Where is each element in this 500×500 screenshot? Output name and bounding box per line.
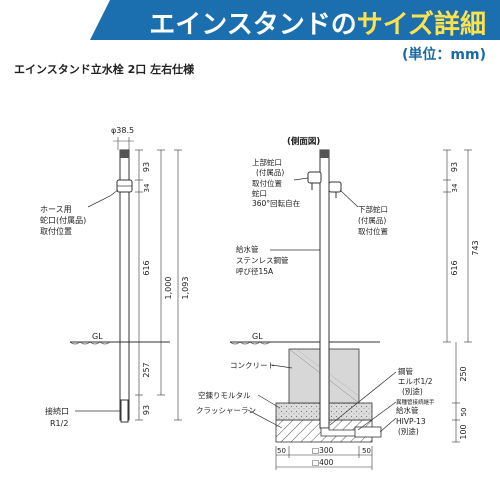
unit-label: (単位：mm): [402, 47, 486, 63]
upper-label-2: (付属品): [256, 167, 284, 177]
supply-pipe: [354, 426, 382, 438]
front-dim-1000: 1,000: [164, 277, 173, 300]
front-dim-616: 616: [142, 260, 151, 275]
side-dim-743: 743: [471, 240, 480, 255]
mortar-label: 空錬りモルタル: [198, 390, 251, 400]
supply-pipe-label-3: (別途): [398, 426, 419, 436]
upper-faucet-icon: [307, 171, 322, 184]
side-pole-cap: [320, 150, 329, 158]
side-dim-50: 50: [460, 408, 468, 417]
side-dim-93: 93: [450, 162, 459, 172]
page-title: エインスタンドのサイズ詳細: [149, 4, 486, 41]
front-dim-34: 34: [143, 183, 151, 192]
side-dim-616: 616: [450, 260, 459, 275]
front-dim-93-top: 93: [142, 162, 151, 172]
diameter-label: φ38.5: [111, 126, 134, 135]
base-dim-50-right: 50: [362, 447, 371, 455]
side-gl-label: GL: [252, 332, 263, 341]
supply-pipe-label-2: HIVP-13: [396, 417, 426, 426]
side-view: (側面図) GL 上部蛇口 (付属品) 取付位置 蛇口 360°回転自在 下部蛇…: [196, 136, 480, 470]
side-dim-100: 100: [459, 424, 468, 439]
side-dim-250: 250: [459, 366, 468, 381]
upper-label-4: 蛇口: [252, 188, 267, 198]
side-heading: (側面図): [287, 136, 320, 147]
front-dim-257: 257: [142, 362, 151, 377]
lower-label-3: 取付位置: [358, 226, 388, 236]
pipe-label-1: 給水管: [236, 244, 259, 254]
banner-shape: [90, 0, 500, 40]
front-dim-1093: 1,093: [181, 277, 190, 300]
base-dim-300: □300: [312, 446, 334, 455]
concrete-label: コンクリート: [230, 361, 275, 370]
base-dim-50-left: 50: [277, 447, 286, 455]
hose-label-3: 取付位置: [40, 226, 72, 236]
front-pole-cap: [120, 150, 129, 158]
connection-port: [120, 399, 129, 423]
connection-label-2: R1/2: [50, 419, 68, 428]
lower-faucet-icon: [328, 181, 342, 193]
product-title: エインスタンド立水栓 2口 左右仕様: [14, 63, 195, 76]
hose-label-1: ホース用: [40, 205, 72, 214]
lower-label-1: 下部蛇口: [358, 204, 388, 214]
lower-label-2: (付属品): [358, 215, 386, 225]
fitting-label: 異種管接続継手: [396, 398, 435, 406]
steel-pipe-label-1: 鋼管: [398, 366, 413, 376]
hose-label-2: 蛇口(付属品): [40, 215, 86, 225]
crusher-label: クラッシャーラン: [196, 406, 256, 415]
front-view: φ38.5 ホース用 蛇口(付属品) 取付位置 接続口 R1/2 GL 9: [40, 126, 190, 428]
supply-pipe-label-1: 給水管: [396, 405, 419, 415]
upper-label-1: 上部蛇口: [252, 157, 282, 167]
page-title-part-1: エインスタンドの: [149, 10, 357, 40]
header-banner: エインスタンドのサイズ詳細: [0, 0, 500, 40]
front-dim-93-bottom: 93: [142, 405, 151, 415]
side-pole: [319, 149, 330, 429]
pipe-label-3: 呼び径15A: [236, 266, 274, 276]
steel-pipe-label-3: (別途): [402, 386, 423, 396]
upper-label-5: 360°回転自在: [252, 198, 301, 208]
page-title-part-2: サイズ詳細: [356, 10, 486, 40]
upper-label-3: 取付位置: [252, 178, 282, 188]
base-dim-400: □400: [312, 458, 334, 467]
side-dim-34: 34: [451, 183, 459, 192]
steel-pipe-label-2: エルボ1/2: [398, 377, 433, 386]
pipe-label-2: ステンレス鋼管: [236, 255, 289, 265]
front-gl-label: GL: [92, 332, 103, 341]
connection-label-1: 接続口: [45, 406, 69, 416]
